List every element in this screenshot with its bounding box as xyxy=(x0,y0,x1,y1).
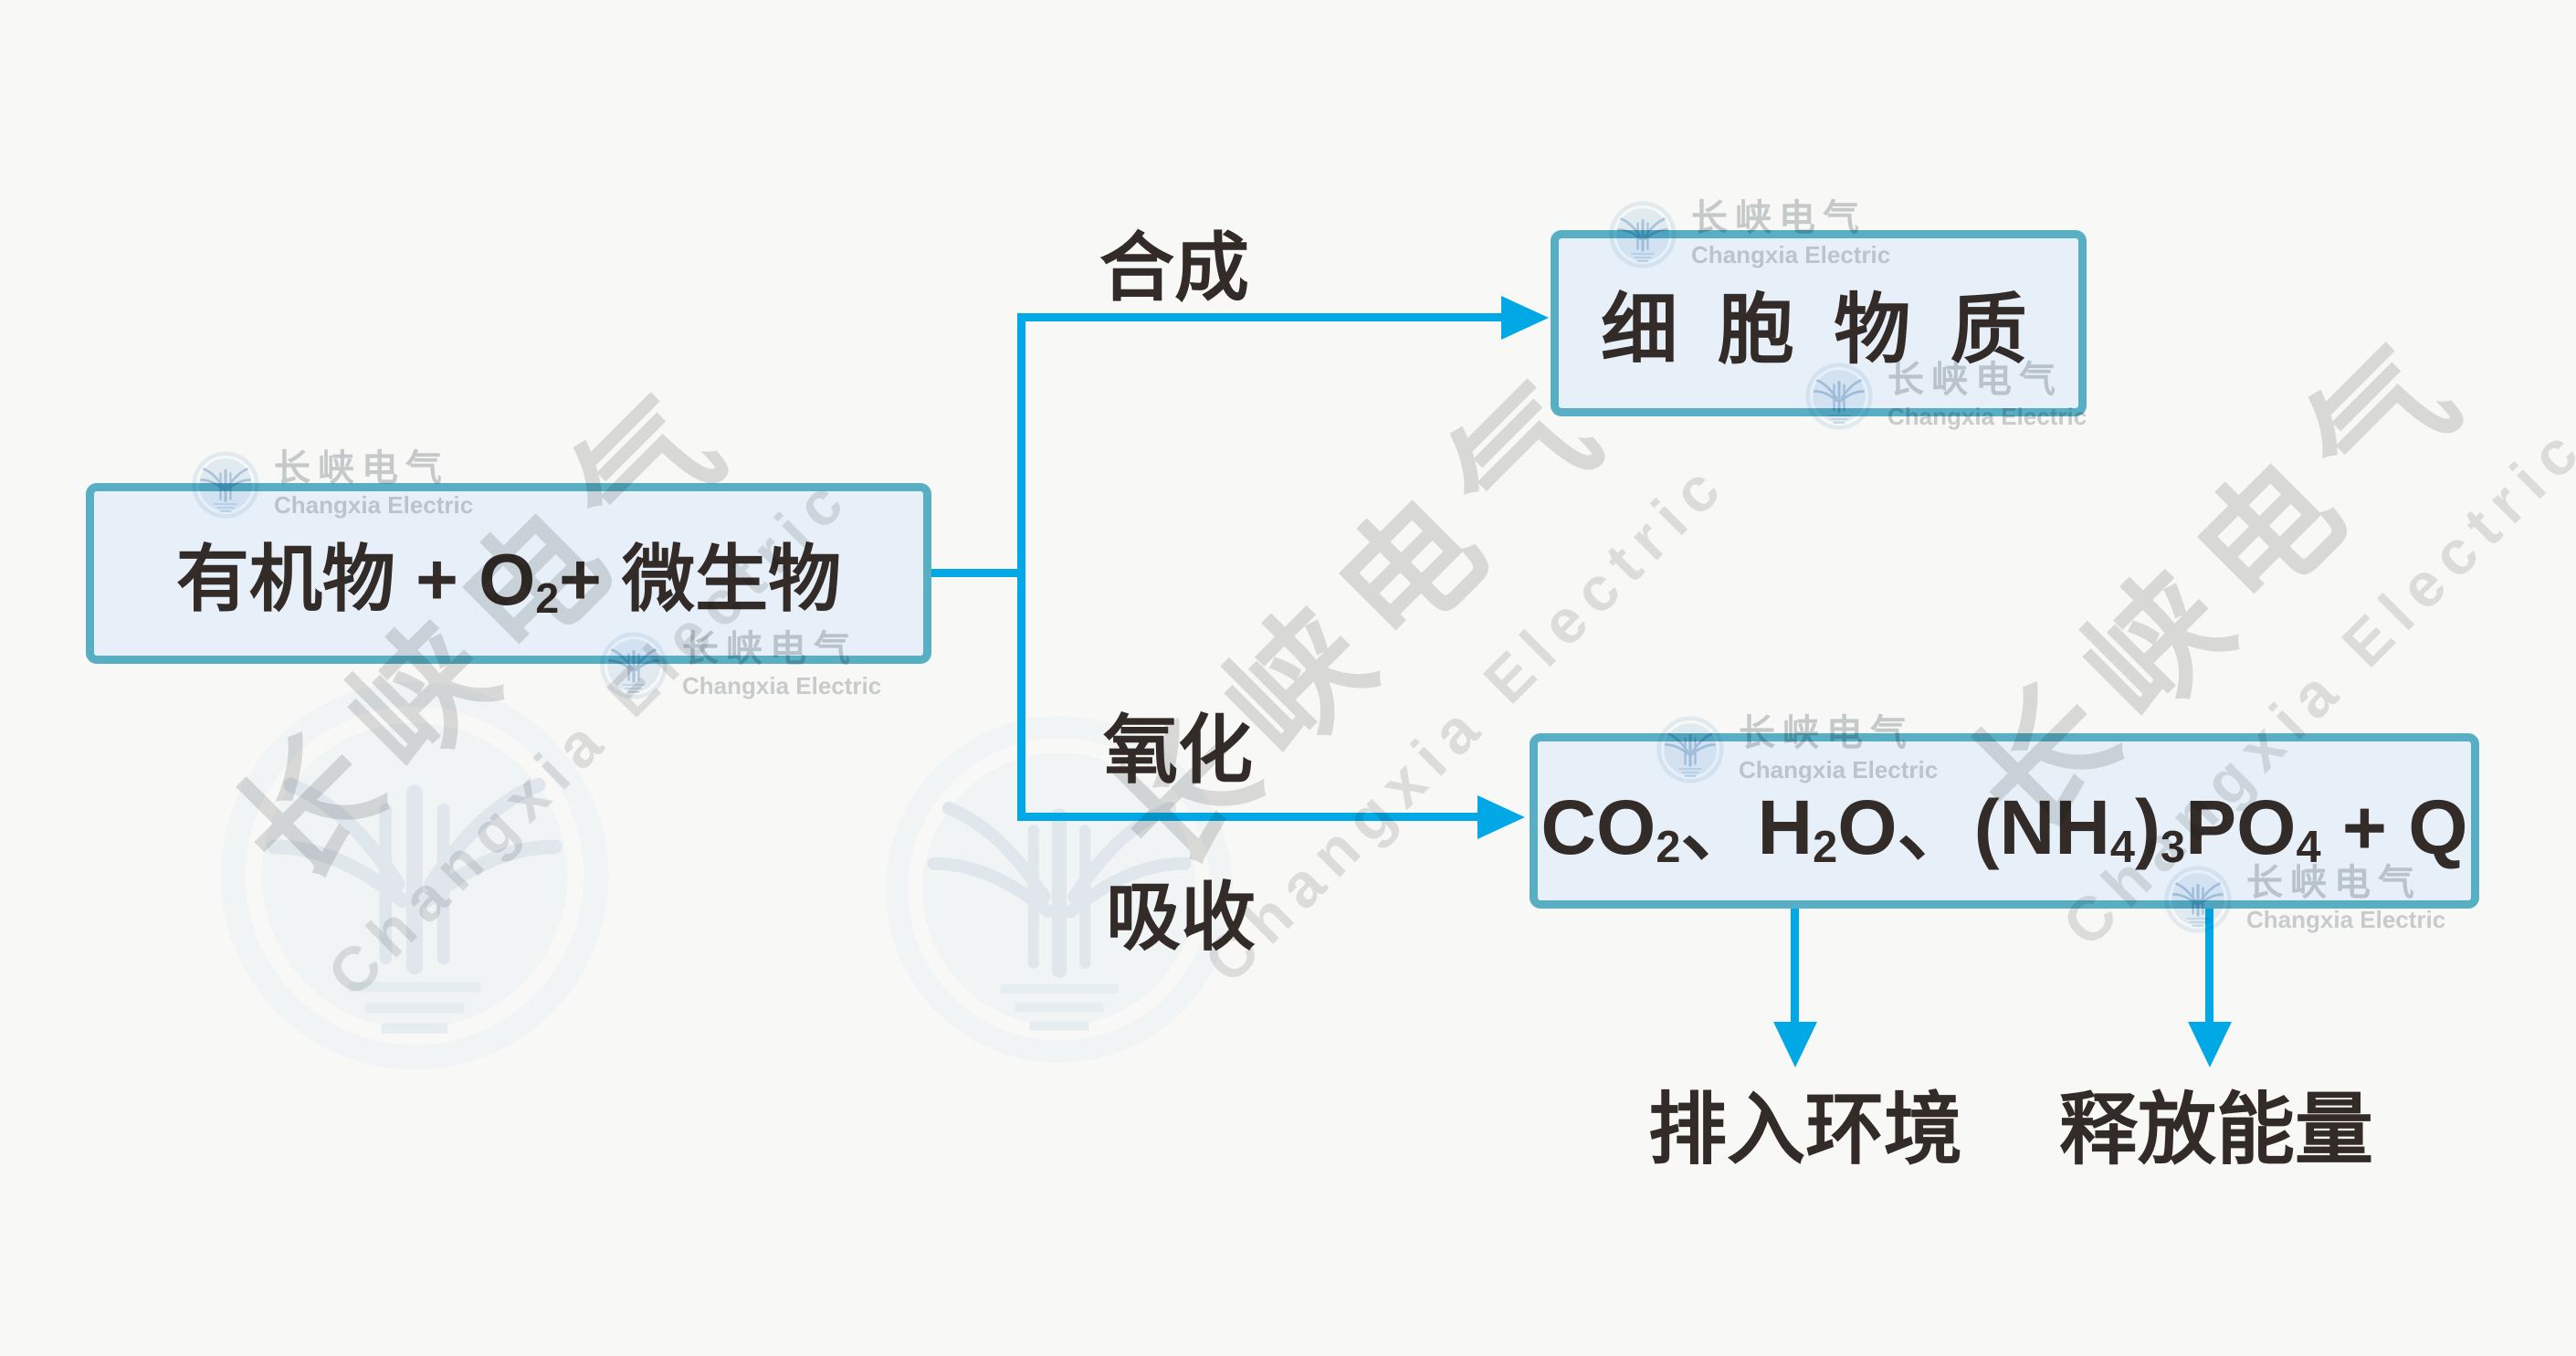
arrowhead-to-cell-box xyxy=(1501,296,1549,340)
arrowhead-to-discharge xyxy=(1773,1022,1817,1067)
reactants-text: 有机物 + O2+ 微生物 xyxy=(175,539,842,623)
watermark-en-text: Changxia Electric xyxy=(2246,906,2446,933)
arrowhead-to-energy xyxy=(2188,1022,2232,1067)
connector-down-energy xyxy=(2205,909,2213,1022)
label-absorption: 吸收 xyxy=(1105,876,1256,960)
connector-stub-from-reactants xyxy=(928,569,1025,577)
label-discharge-environment: 排入环境 xyxy=(1648,1086,1962,1174)
watermark-en-text: Changxia Electric xyxy=(682,672,882,699)
cell-material-text: 细 胞 物 质 xyxy=(1601,286,2036,373)
oxidation-products-text: CO2、H2O、(NH4)3PO4 + Q xyxy=(1540,783,2468,873)
watermark-cn-text: 长峡电气 xyxy=(274,448,449,489)
connector-down-discharge xyxy=(1791,909,1799,1022)
label-synthesis: 合成 xyxy=(1099,226,1250,310)
connector-trunk-vertical xyxy=(1017,313,1025,821)
connector-branch-top xyxy=(1017,313,1501,321)
connector-branch-bottom xyxy=(1017,813,1477,821)
oxidation-products-box: CO2、H2O、(NH4)3PO4 + Q xyxy=(1530,733,2479,909)
label-oxidation: 氧化 xyxy=(1102,709,1254,793)
label-release-energy: 释放能量 xyxy=(2059,1086,2373,1174)
reactants-box: 有机物 + O2+ 微生物 xyxy=(86,483,931,664)
cell-material-box: 细 胞 物 质 xyxy=(1551,230,2087,416)
watermark-large-circle-left xyxy=(208,669,621,1082)
arrowhead-to-formula-box xyxy=(1477,795,1525,839)
watermark-en-text: Changxia Electric xyxy=(1191,447,1740,996)
